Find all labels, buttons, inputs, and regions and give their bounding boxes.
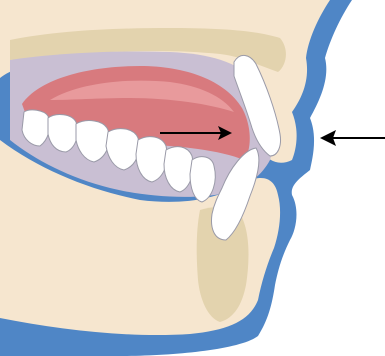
lip-arrow — [320, 130, 385, 146]
